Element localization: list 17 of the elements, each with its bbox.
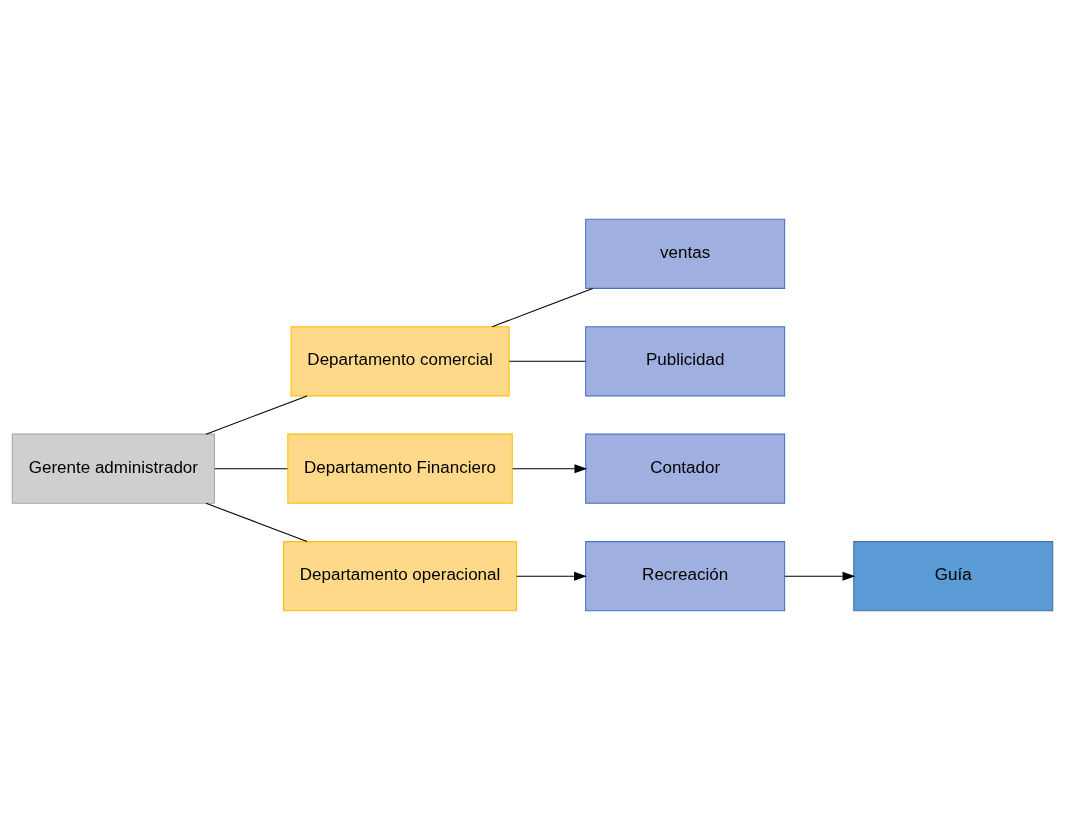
connector: [205, 395, 308, 435]
node-box: Guía: [853, 541, 1054, 612]
connector: [205, 502, 308, 542]
node-box: Contador: [585, 433, 786, 504]
connector: [214, 468, 288, 470]
arrow: [516, 571, 587, 581]
node-box: Recreación: [585, 541, 786, 612]
node-box: Departamento operacional: [283, 541, 518, 612]
node-box: ventas: [585, 218, 786, 289]
connector: [491, 288, 594, 328]
node-box: Departamento Financiero: [287, 433, 513, 504]
node-box: Publicidad: [585, 326, 786, 397]
node-box: Gerente administrador: [11, 433, 215, 504]
connector: [508, 360, 586, 362]
arrow: [512, 464, 588, 474]
node-box: Departamento comercial: [290, 326, 510, 397]
arrow: [784, 571, 856, 581]
